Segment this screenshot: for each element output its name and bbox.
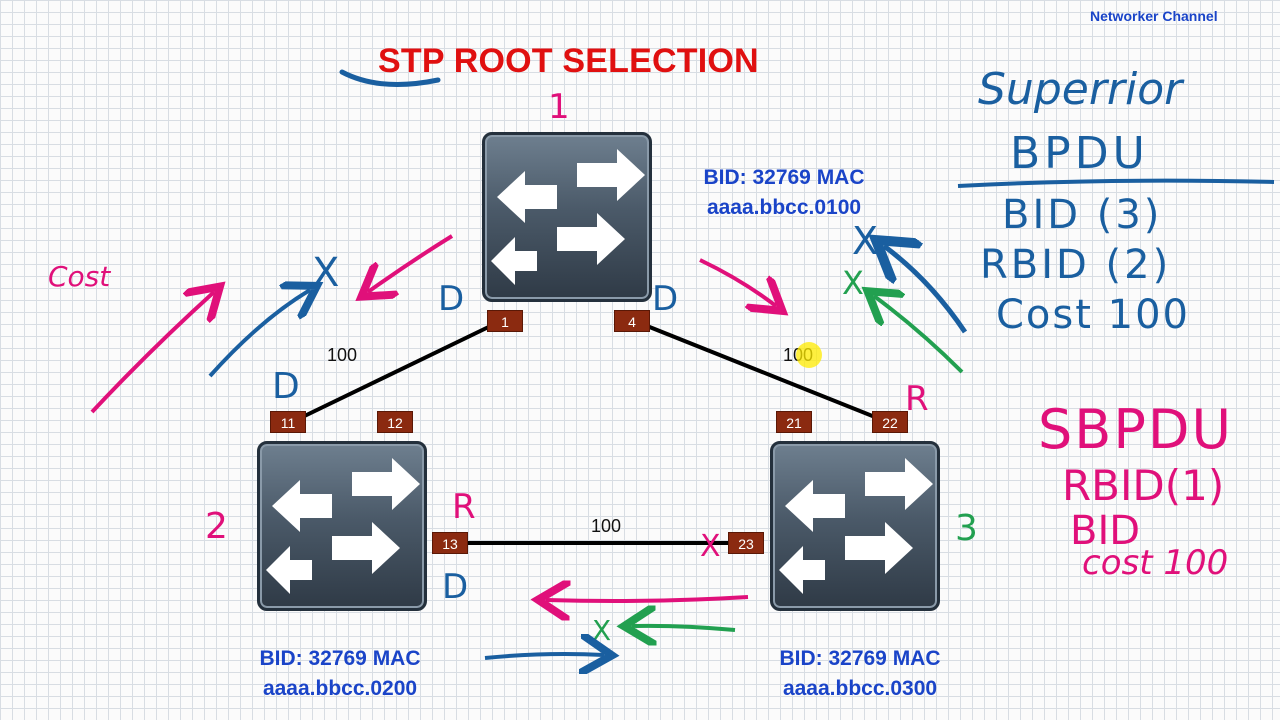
diagram-title: STP ROOT SELECTION <box>378 42 759 80</box>
switch-arrows-icon <box>266 458 420 594</box>
port-13[interactable]: 13 <box>432 532 468 554</box>
x-mark-pink-bottom: X <box>700 529 721 564</box>
note-divider <box>957 178 1275 188</box>
pink-arrow-to-sw3 <box>699 258 776 306</box>
pink-arrow-left-up <box>90 292 214 414</box>
port-role-r-sw2-p13: R <box>452 487 476 527</box>
note-rbid-1: RBID(1) <box>1062 461 1224 510</box>
port-role-d-sw2-p13: D <box>442 567 468 607</box>
blue-arrow-left-up <box>208 290 310 378</box>
bid-line: BID: 32769 MAC <box>259 647 421 670</box>
port-role-d-sw2-p11: D <box>272 366 300 407</box>
switch-3[interactable] <box>770 441 940 611</box>
link-cost-sw2-sw3: 100 <box>591 516 622 536</box>
cost-note: Cost <box>48 260 111 293</box>
blue-arrow-right-up <box>884 246 968 334</box>
port-1[interactable]: 1 <box>487 310 523 332</box>
green-arrow-right-up <box>874 296 964 374</box>
title-stroke <box>339 69 441 87</box>
port-12[interactable]: 12 <box>377 411 413 433</box>
port-21[interactable]: 21 <box>776 411 812 433</box>
pink-arrow-to-sw2 <box>368 234 454 292</box>
note-cost-100-pink: cost 100 <box>1082 543 1228 583</box>
switch-number-1: 1 <box>548 87 570 127</box>
mac-line: aaaa.bbcc.0100 <box>706 196 862 219</box>
port-role-r-sw3-p22: R <box>905 379 929 419</box>
port-role-d-sw1-p4: D <box>652 279 678 319</box>
note-superior: Superrior <box>978 64 1185 115</box>
link-sw1-sw2 <box>289 318 504 425</box>
pink-arrow-bottom-left <box>546 597 749 601</box>
mac-line: aaaa.bbcc.0200 <box>262 677 418 700</box>
cursor-highlight <box>796 342 822 368</box>
bid-label-switch-1: BID: 32769 MAC aaaa.bbcc.0100 <box>664 163 904 223</box>
x-mark-blue-left: X <box>312 250 339 296</box>
mac-line: aaaa.bbcc.0300 <box>782 677 938 700</box>
switch-number-2: 2 <box>205 506 228 547</box>
port-11[interactable]: 11 <box>270 411 306 433</box>
bid-label-switch-2: BID: 32769 MAC aaaa.bbcc.0200 <box>220 644 460 704</box>
blue-arrow-bottom-right <box>484 654 604 658</box>
switch-arrows-icon <box>779 458 933 594</box>
switch-number-3: 3 <box>955 508 978 549</box>
bid-line: BID: 32769 MAC <box>703 166 865 189</box>
note-rbid-2: RBID (2) <box>980 242 1171 288</box>
bid-label-switch-3: BID: 32769 MAC aaaa.bbcc.0300 <box>740 644 980 704</box>
link-cost-sw1-sw2: 100 <box>327 345 358 365</box>
note-sbpdu: SBPDU <box>1038 398 1233 461</box>
x-mark-green-bottom: X <box>592 614 611 647</box>
note-bid-3: BID (3) <box>1002 192 1162 238</box>
channel-label: Networker Channel <box>1090 8 1218 24</box>
port-23[interactable]: 23 <box>728 532 764 554</box>
x-mark-green-right: X <box>842 264 864 302</box>
link-sw1-sw3 <box>631 318 891 425</box>
port-role-d-sw1-p1: D <box>438 279 464 319</box>
note-bpdu: BPDU <box>1010 128 1149 179</box>
switch-2[interactable] <box>257 441 427 611</box>
switch-arrows-icon <box>491 149 645 285</box>
bid-line: BID: 32769 MAC <box>779 647 941 670</box>
switch-1[interactable] <box>482 132 652 302</box>
green-arrow-bottom-left <box>632 626 736 630</box>
note-bid: BID <box>1070 508 1140 554</box>
x-mark-blue-right: X <box>852 219 878 263</box>
port-4[interactable]: 4 <box>614 310 650 332</box>
port-22[interactable]: 22 <box>872 411 908 433</box>
note-cost-100: Cost 100 <box>996 292 1190 338</box>
